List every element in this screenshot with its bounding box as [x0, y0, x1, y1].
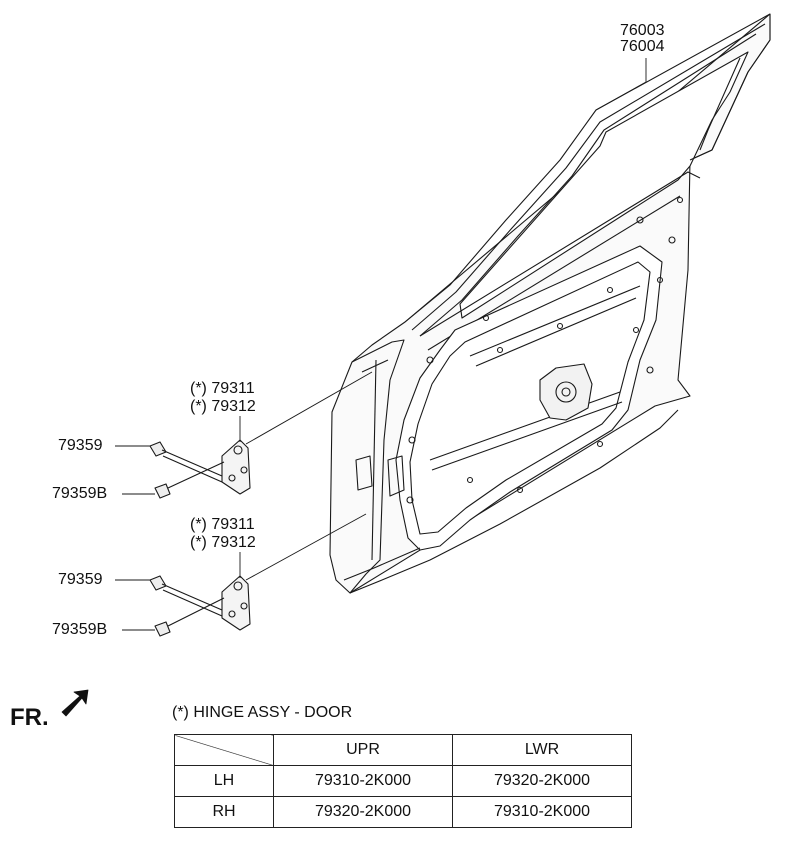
cell-lh-upr: 79310-2K000 — [273, 765, 453, 797]
cell-rh-upr: 79320-2K000 — [273, 796, 453, 828]
table-header-row: UPR LWR — [174, 734, 632, 766]
hinge-parts-table: UPR LWR LH 79310-2K000 79320-2K000 RH 79… — [174, 734, 632, 828]
callout-upper-79359: 79359 — [58, 437, 103, 454]
row-side-rh: RH — [174, 796, 274, 828]
front-indicator: FR. — [10, 704, 49, 731]
callout-upper-79312: (*) 79312 — [190, 398, 256, 415]
header-lwr: LWR — [452, 734, 632, 766]
leader-lines — [115, 58, 647, 631]
cell-rh-lwr: 79310-2K000 — [452, 796, 632, 828]
callout-upper-79359b: 79359B — [52, 485, 108, 502]
door-panel-drawing — [329, 13, 771, 594]
table-row: LH 79310-2K000 79320-2K000 — [174, 765, 632, 797]
row-side-lh: LH — [174, 765, 274, 797]
callout-lower-79359b: 79359B — [52, 621, 108, 638]
callout-76004: 76004 — [620, 38, 665, 55]
upper-hinge-drawing — [149, 439, 251, 499]
table-row: RH 79320-2K000 79310-2K000 — [174, 796, 632, 828]
cell-lh-lwr: 79320-2K000 — [452, 765, 632, 797]
callout-lower-79312: (*) 79312 — [190, 534, 256, 551]
callout-76003: 76003 — [620, 22, 665, 39]
callout-upper-79311: (*) 79311 — [190, 380, 255, 397]
header-upr: UPR — [273, 734, 453, 766]
callout-lower-79359: 79359 — [58, 571, 103, 588]
table-corner-cell — [174, 734, 274, 766]
table-title: (*) HINGE ASSY - DOOR — [172, 704, 353, 721]
lower-hinge-drawing — [149, 575, 251, 637]
front-arrow-icon — [61, 689, 89, 717]
callout-lower-79311: (*) 79311 — [190, 516, 255, 533]
